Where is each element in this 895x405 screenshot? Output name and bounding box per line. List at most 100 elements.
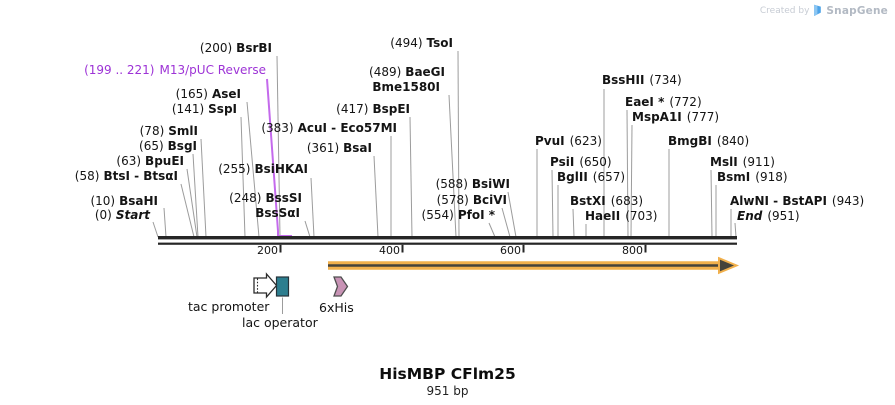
site-name: MslI: [710, 155, 738, 169]
connector-pfoi: [488, 222, 496, 238]
site-name: SspI: [208, 102, 237, 116]
site-pos: (734): [649, 73, 682, 87]
site-name: HaeII: [585, 209, 621, 223]
site-pos: (63): [116, 154, 142, 168]
site-pos: (777): [686, 110, 720, 124]
watermark-brand: SnapGene: [826, 4, 888, 17]
lac-operator-box[interactable]: [275, 276, 290, 297]
site-label-bsssai[interactable]: BssSαI: [251, 207, 300, 220]
site-label-bstxi[interactable]: BstXI(683): [570, 195, 643, 208]
site-label-bsrbi[interactable]: (200)BsrBI: [200, 42, 272, 55]
site-name: BtsI - BtsαI: [103, 169, 178, 183]
site-label-smli[interactable]: (78)SmlI: [140, 125, 198, 138]
map-title: HisMBP CFlm25: [379, 365, 516, 383]
site-label-bsmi[interactable]: BsmI(918): [717, 171, 788, 184]
connector-bsgi: [192, 153, 199, 238]
site-label-tsoi[interactable]: (494)TsoI: [390, 37, 453, 50]
site-label-bglii[interactable]: BglII(657): [557, 171, 625, 184]
site-pos: (361): [306, 141, 340, 155]
site-name: BmgBI: [668, 134, 712, 148]
site-label-baegi[interactable]: (489)BaeGI: [369, 66, 445, 79]
site-name: BpuEI: [145, 154, 184, 168]
site-pos: (772): [669, 95, 702, 109]
site-name: BsiWI: [471, 177, 510, 191]
site-pos: (918): [755, 170, 788, 184]
site-pos: (417): [336, 102, 369, 116]
primer-name: M13/pUC Reverse: [159, 63, 267, 77]
site-label-mspa1i[interactable]: MspA1I(777): [632, 111, 719, 124]
orf-arrow-head: [718, 256, 740, 275]
site-name: PsiI: [550, 155, 575, 169]
site-name: BsiHKAI: [254, 162, 309, 176]
site-label-start[interactable]: (0)Start: [95, 209, 150, 222]
connector-eaei: [626, 109, 629, 238]
tac-promoter-arrow[interactable]: [253, 272, 278, 299]
site-label-bsahi[interactable]: (10)BsaHI: [90, 195, 158, 208]
site-label-bspei[interactable]: (417)BspEI: [336, 103, 410, 116]
site-label-end[interactable]: End(951): [737, 210, 800, 223]
his-tag-arrow[interactable]: [333, 276, 349, 297]
site-name: BaeGI: [405, 65, 445, 79]
site-label-acui-eco57mi[interactable]: (383)AcuI - Eco57MI: [261, 122, 397, 135]
feature-label-tac-promoter[interactable]: tac promoter: [188, 299, 270, 314]
site-label-bsiwi[interactable]: (588)BsiWI: [436, 178, 510, 191]
site-label-sspi[interactable]: (141)SspI: [172, 103, 237, 116]
connector-start: [152, 221, 159, 238]
site-label-bsgi[interactable]: (65)BsgI: [139, 140, 197, 153]
map-length: 951 bp: [426, 384, 469, 398]
primer-label-m13-puc-reverse[interactable]: (199 .. 221) M13/pUC Reverse: [84, 64, 266, 77]
site-name: AseI: [211, 87, 241, 101]
connector-tsoi: [457, 50, 460, 238]
site-pos: (943): [831, 194, 865, 208]
sequence-line-top: [158, 236, 737, 240]
site-pos: (141): [171, 102, 205, 116]
site-label-bsihkai[interactable]: (255)BsiHKAI: [218, 163, 308, 176]
site-label-pvui[interactable]: PvuI(623): [535, 135, 602, 148]
primer-range: (199 .. 221): [84, 63, 155, 77]
ruler-tick-400: 400: [379, 244, 400, 257]
connector-bcivi: [501, 207, 511, 238]
site-name: PvuI: [535, 134, 565, 148]
site-pos: (703): [625, 209, 658, 223]
site-name: BssSαI: [255, 206, 300, 220]
feature-label-6xhis[interactable]: 6xHis: [319, 300, 354, 315]
connector-baegi: [448, 94, 457, 238]
site-pos: (489): [369, 65, 402, 79]
connector-lines: [152, 50, 737, 238]
site-label-btsi-btsai[interactable]: (58)BtsI - BtsαI: [75, 170, 178, 183]
site-label-haeii[interactable]: HaeII (703): [585, 210, 658, 223]
ruler-tick-600: 600: [500, 244, 521, 257]
site-label-pfoi[interactable]: (554)PfoI *: [422, 209, 495, 222]
site-name: BspEI: [372, 102, 410, 116]
site-label-psii[interactable]: PsiI(650): [550, 156, 612, 169]
site-label-bcivi[interactable]: (578)BciVI: [437, 194, 507, 207]
site-label-bme1580i[interactable]: Bme1580I: [368, 81, 440, 94]
snapgene-logo-icon: [814, 4, 822, 16]
snapgene-watermark: Created by SnapGene: [760, 4, 888, 17]
site-pos: (494): [390, 36, 423, 50]
site-label-bsshii[interactable]: BssHII (734): [602, 74, 682, 87]
feature-label-lac-operator[interactable]: lac operator: [242, 315, 318, 330]
site-label-bmgbi[interactable]: BmgBI(840): [668, 135, 749, 148]
site-label-alwni-bstapi[interactable]: AlwNI - BstAPI (943): [730, 195, 864, 208]
site-pos: (554): [421, 208, 454, 222]
site-pos: (578): [436, 193, 469, 207]
site-name: TsoI: [426, 36, 453, 50]
connector-btsi: [180, 183, 195, 238]
site-label-bsai[interactable]: (361)BsaI: [307, 142, 372, 155]
site-pos: (911): [742, 155, 775, 169]
site-pos: (0): [94, 208, 112, 222]
connector-bsihkai: [310, 177, 315, 238]
site-name: BsrBI: [236, 41, 272, 55]
connector-msli: [710, 169, 713, 238]
site-label-msli[interactable]: MslI (911): [710, 156, 775, 169]
site-name: AlwNI - BstAPI: [730, 194, 827, 208]
site-label-eaei[interactable]: EaeI *(772): [625, 96, 702, 109]
site-name: BsgI: [167, 139, 197, 153]
connector-bsrbi: [276, 55, 281, 238]
site-label-bsssi[interactable]: (248)BssSI: [229, 192, 302, 205]
site-label-bpuei[interactable]: (63)BpuEI: [116, 155, 184, 168]
site-label-asei[interactable]: (165)AseI: [176, 88, 241, 101]
site-name: BssHII: [602, 73, 645, 87]
